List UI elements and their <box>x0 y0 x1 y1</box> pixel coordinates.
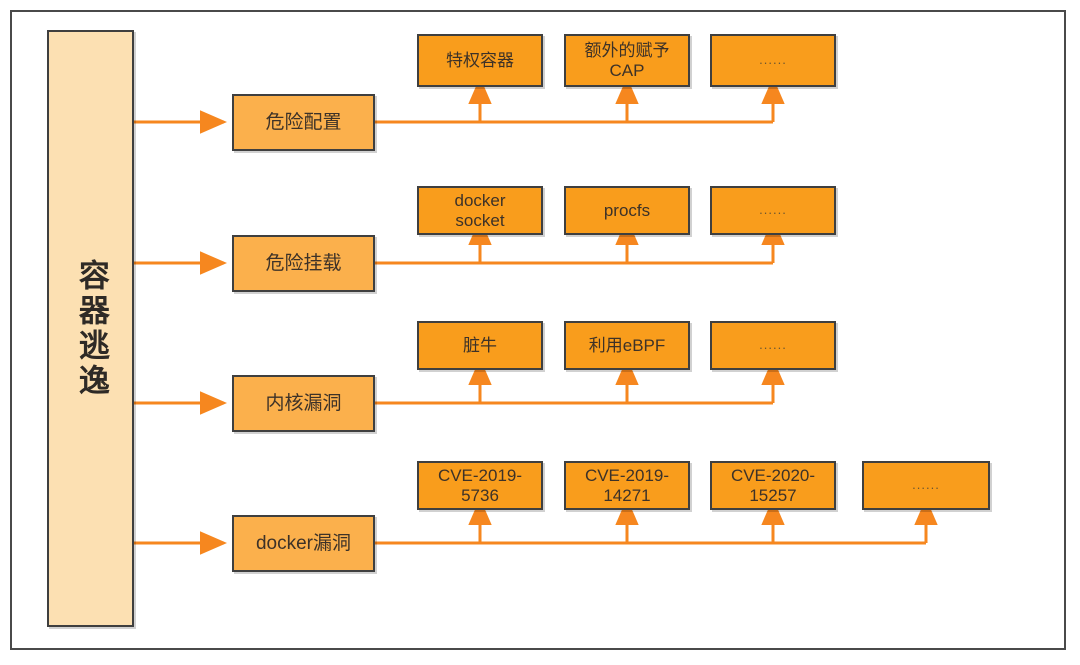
branch-node-dangerous-config[interactable]: 危险配置 <box>232 94 375 151</box>
leaf-node-cve-2020-15257[interactable]: CVE-2020- 15257 <box>710 461 836 510</box>
leaf-node-dirty-cow[interactable]: 脏牛 <box>417 321 543 370</box>
branch-label: 内核漏洞 <box>265 392 342 414</box>
leaf-label: procfs <box>603 200 651 220</box>
branch-label: docker漏洞 <box>255 532 352 554</box>
leaf-node-ebpf[interactable]: 利用eBPF <box>564 321 690 370</box>
ellipsis-label: ...... <box>759 52 787 68</box>
branch-label: 危险配置 <box>265 111 342 133</box>
leaf-node-procfs[interactable]: procfs <box>564 186 690 235</box>
leaf-node-more-2[interactable]: ...... <box>710 186 836 235</box>
leaf-label: 利用eBPF <box>588 335 666 355</box>
ellipsis-label: ...... <box>759 202 787 218</box>
leaf-node-extra-cap[interactable]: 额外的赋予 CAP <box>564 34 690 87</box>
leaf-node-cve-2019-14271[interactable]: CVE-2019- 14271 <box>564 461 690 510</box>
leaf-label: CVE-2019- 14271 <box>584 466 670 505</box>
leaf-node-more-4[interactable]: ...... <box>862 461 990 510</box>
leaf-label: 特权容器 <box>446 50 514 70</box>
ellipsis-label: ...... <box>759 337 787 353</box>
leaf-node-cve-2019-5736[interactable]: CVE-2019- 5736 <box>417 461 543 510</box>
leaf-node-privileged-container[interactable]: 特权容器 <box>417 34 543 87</box>
branch-label: 危险挂载 <box>265 252 342 274</box>
leaf-label: 额外的赋予 CAP <box>584 41 670 80</box>
branch-node-docker-vuln[interactable]: docker漏洞 <box>232 515 375 572</box>
leaf-label: 脏牛 <box>463 335 497 355</box>
branch-node-dangerous-mount[interactable]: 危险挂载 <box>232 235 375 292</box>
leaf-node-more-3[interactable]: ...... <box>710 321 836 370</box>
leaf-label: docker socket <box>454 191 506 230</box>
ellipsis-label: ...... <box>912 477 940 493</box>
leaf-node-docker-socket[interactable]: docker socket <box>417 186 543 235</box>
leaf-node-more-1[interactable]: ...... <box>710 34 836 87</box>
leaf-label: CVE-2019- 5736 <box>437 466 523 505</box>
root-node-container-escape[interactable]: 容器逃逸 <box>47 30 134 627</box>
branch-node-kernel-vuln[interactable]: 内核漏洞 <box>232 375 375 432</box>
leaf-label: CVE-2020- 15257 <box>730 466 816 505</box>
root-node-label: 容器逃逸 <box>73 258 109 399</box>
